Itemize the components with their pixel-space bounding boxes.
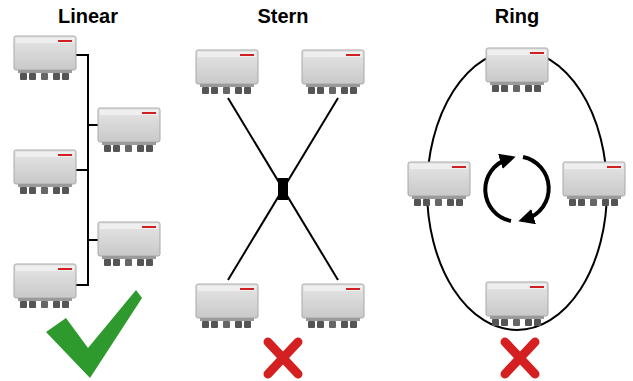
star-wiring xyxy=(228,98,338,280)
column-heading: Ring xyxy=(495,4,539,28)
enclosure-box xyxy=(14,150,76,194)
enclosure-box xyxy=(486,48,548,92)
enclosure-box xyxy=(563,162,625,206)
enclosure-box xyxy=(98,222,160,266)
enclosure-box xyxy=(14,264,76,308)
enclosure-box xyxy=(302,50,364,94)
cross-mark xyxy=(505,342,535,374)
bracket-line xyxy=(88,124,98,126)
column-heading: Stern xyxy=(257,4,308,28)
bracket-line xyxy=(76,170,88,285)
enclosure-box xyxy=(196,50,258,94)
rotation-arrows xyxy=(485,157,548,221)
enclosure-box xyxy=(14,36,76,80)
enclosure-box xyxy=(302,284,364,328)
bracket-line xyxy=(76,55,88,170)
enclosure-box xyxy=(408,162,470,206)
enclosure-box xyxy=(486,282,548,326)
linear-wiring xyxy=(76,55,98,285)
wire-line xyxy=(228,98,338,280)
enclosure-box xyxy=(196,284,258,328)
cross-mark xyxy=(268,342,298,374)
wire-line xyxy=(228,98,338,280)
enclosure-box xyxy=(98,108,160,152)
bracket-line xyxy=(88,239,98,241)
star-junction xyxy=(278,178,288,200)
column-heading: Linear xyxy=(58,4,118,28)
check-mark xyxy=(46,290,142,378)
